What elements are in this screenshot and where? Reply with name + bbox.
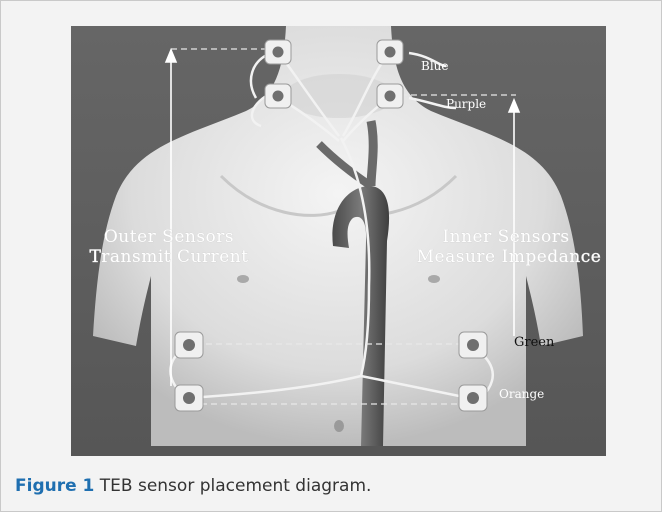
- outer-sensors-line2: Transmit Current: [89, 247, 248, 267]
- label-orange: Orange: [499, 387, 544, 401]
- electrode-thorax-right-outer: [459, 385, 487, 411]
- torso-diagram: Blue Purple Green Orange Outer Sensors T…: [71, 26, 606, 456]
- inner-sensors-line2: Measure Impedance: [417, 247, 602, 267]
- figure-caption: Figure 1 TEB sensor placement diagram.: [15, 476, 371, 496]
- electrode-neck-right-outer: [377, 40, 403, 64]
- inner-sensors-line1: Inner Sensors: [442, 227, 569, 247]
- electrode-thorax-right-inner: [459, 332, 487, 358]
- figure-label: Figure 1: [15, 476, 94, 496]
- electrode-thorax-left-inner: [175, 332, 203, 358]
- right-nipple: [428, 275, 440, 283]
- caption-text: TEB sensor placement diagram.: [94, 476, 371, 496]
- sensor-placement-illustration: Blue Purple Green Orange Outer Sensors T…: [71, 26, 606, 456]
- electrode-neck-left-outer: [265, 40, 291, 64]
- electrode-neck-right-inner: [377, 84, 403, 108]
- label-green: Green: [514, 335, 555, 350]
- electrode-neck-left-inner: [265, 84, 291, 108]
- carotid-artery: [371, 121, 373, 186]
- label-purple: Purple: [446, 97, 486, 111]
- label-blue: Blue: [421, 59, 449, 73]
- outer-sensors-line1: Outer Sensors: [104, 227, 234, 247]
- navel: [334, 420, 344, 432]
- electrode-thorax-left-outer: [175, 385, 203, 411]
- left-nipple: [237, 275, 249, 283]
